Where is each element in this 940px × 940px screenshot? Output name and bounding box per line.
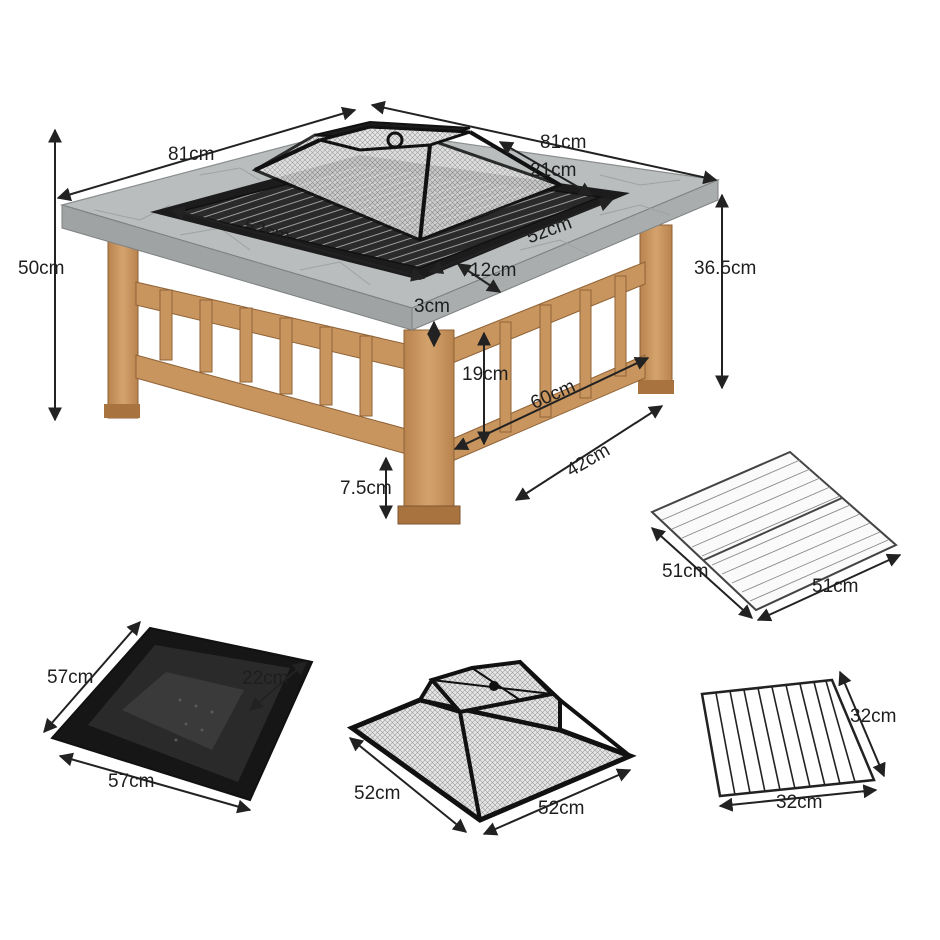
label-spark-screen-b: 52cm <box>538 798 584 819</box>
label-top-thickness: 3cm <box>414 296 450 317</box>
label-fire-bowl-a: 57cm <box>47 667 93 688</box>
label-fire-bowl-b: 57cm <box>108 771 154 792</box>
large-grate-component: 51cm 51cm <box>650 450 902 622</box>
small-grate-component: 32cm 32cm <box>700 670 896 813</box>
label-leg-height: 36.5cm <box>694 258 756 279</box>
main-dimension-lines <box>48 100 729 520</box>
label-fire-bowl-depth: 22cm <box>242 668 288 689</box>
screen-handle <box>489 681 499 691</box>
back-left-leg <box>107 239 139 419</box>
fire-pit-illustration <box>59 120 721 525</box>
label-overall-height: 50cm <box>18 258 64 279</box>
left-side-frame <box>135 281 411 456</box>
front-leg <box>403 329 455 521</box>
label-top-width-right: 81cm <box>540 132 586 153</box>
label-large-grate-b: 51cm <box>812 576 858 597</box>
label-top-width-left: 81cm <box>168 144 214 165</box>
label-rim-gap: 12cm <box>470 260 516 281</box>
fire-bowl-component: 57cm 57cm 22cm <box>43 620 314 814</box>
label-lid-height: 21cm <box>530 160 576 181</box>
label-small-grate-a: 32cm <box>850 706 896 727</box>
label-frame-height: 19cm <box>462 364 508 385</box>
spark-screen-component: 52cm 52cm <box>346 659 637 836</box>
label-small-grate-b: 32cm <box>776 792 822 813</box>
label-spark-screen-a: 52cm <box>354 783 400 804</box>
label-base-width: 42cm <box>563 440 614 481</box>
label-large-grate-a: 51cm <box>662 561 708 582</box>
label-foot-height: 7.5cm <box>340 478 392 499</box>
